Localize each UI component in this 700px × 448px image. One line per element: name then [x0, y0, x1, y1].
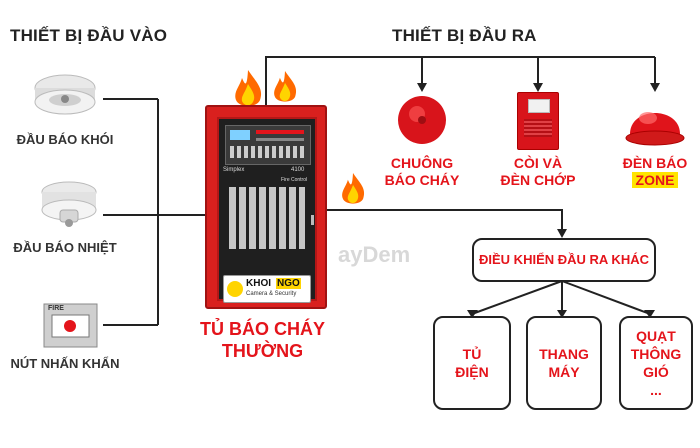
heat-detector-icon: [38, 178, 100, 230]
panel-modules: [229, 187, 305, 249]
flame-icon: [268, 66, 302, 115]
logo-sub: Camera & Security: [246, 291, 297, 297]
control-item-electrical-cabinet: TỦ ĐIỆN: [433, 316, 511, 410]
smoke-detector-icon: [30, 70, 100, 120]
flame-icon: [228, 68, 268, 117]
outputs-title: THIẾT BỊ ĐẦU RA: [392, 26, 537, 45]
flame-icon: [336, 170, 370, 215]
control-item-elevator: THANG MÁY: [526, 316, 602, 410]
logo-right: NGO: [276, 278, 301, 289]
smoke-detector-label: ĐẦU BÁO KHÓI: [16, 132, 114, 147]
bell-label: CHUÔNG BÁO CHÁY: [384, 155, 460, 188]
panel-front: Simplex 4100 Fire Control: [217, 117, 317, 301]
panel-lock-icon: [311, 215, 314, 225]
other-outputs-box: ĐIỀU KHIỂN ĐẦU RA KHÁC: [472, 238, 656, 282]
control-item-ventilation-fan: QUẠT THÔNG GIÓ ...: [619, 316, 693, 410]
bell-icon: [396, 94, 448, 151]
brand-logo: KHOI NGO Camera & Security: [223, 275, 311, 303]
beacon-label: ĐÈN BÁO ZONE: [622, 155, 688, 188]
horn-strobe-label: CÒI VÀ ĐÈN CHỚP: [500, 155, 576, 188]
panel-tag: Fire Control: [281, 177, 308, 183]
inputs-title: THIẾT BỊ ĐẦU VÀO: [10, 26, 168, 45]
heat-detector-label: ĐẦU BÁO NHIỆT: [13, 240, 117, 255]
panel-model: 4100: [291, 167, 305, 173]
manual-call-point-icon: FIRE: [43, 303, 98, 348]
camera-icon: [227, 281, 243, 297]
panel-label: TỦ BÁO CHÁY THƯỜNG: [180, 318, 345, 362]
logo-left: KHOI: [246, 278, 271, 289]
panel-display: [225, 125, 311, 165]
fire-alarm-panel: Simplex 4100 Fire Control KHOI NGO Camer…: [205, 105, 327, 309]
horn-strobe-icon: [517, 92, 559, 150]
zone-badge: ZONE: [631, 172, 679, 188]
panel-brand: Simplex: [223, 167, 245, 173]
beacon-icon: [624, 96, 686, 151]
manual-call-point-text: FIRE: [48, 305, 64, 312]
panel-label-line2: THƯỜNG: [221, 341, 304, 361]
watermark: ayDem: [338, 242, 411, 267]
panel-label-line1: TỦ BÁO CHÁY: [200, 319, 325, 339]
manual-call-point-label: NÚT NHẤN KHẨN: [10, 356, 120, 371]
